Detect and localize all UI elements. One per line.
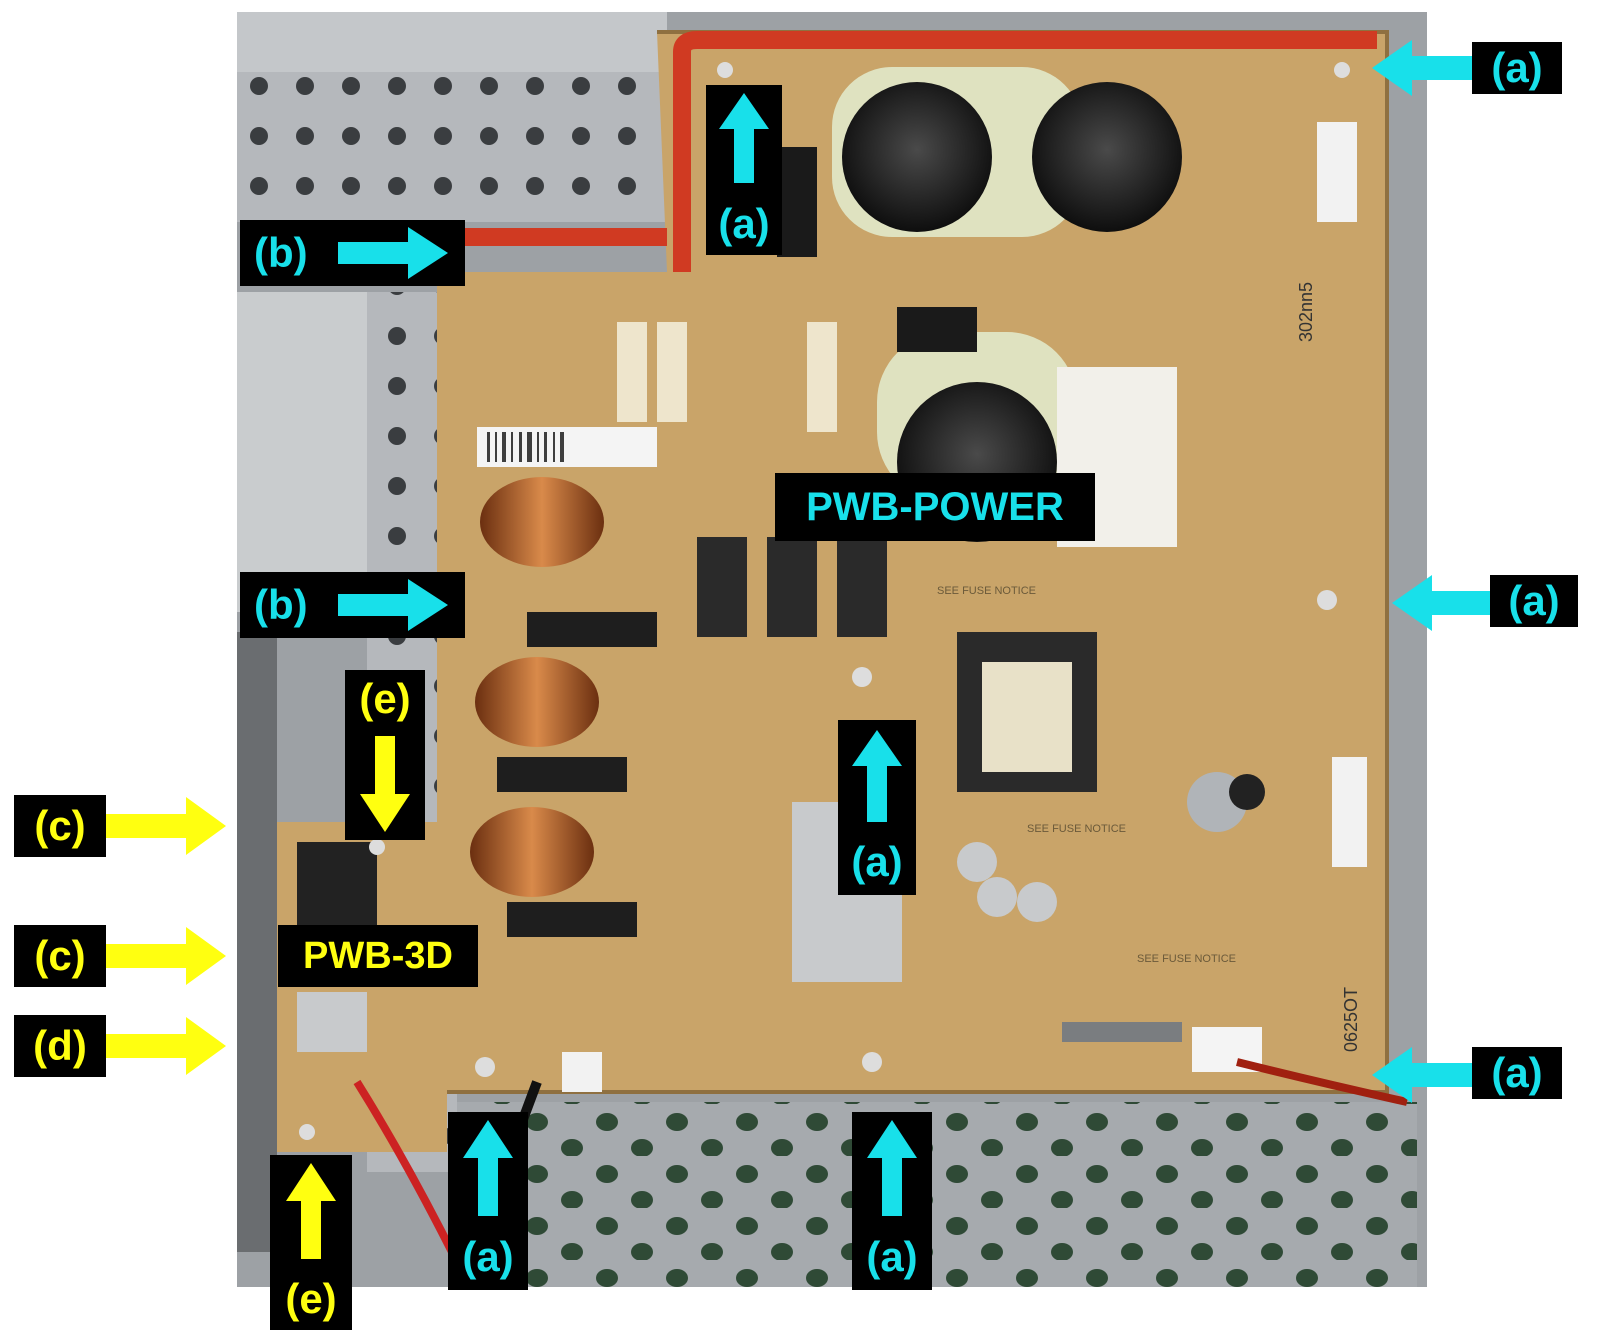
arrow-up-icon bbox=[852, 730, 902, 829]
fuse-notice-1: SEE FUSE NOTICE bbox=[937, 585, 1036, 597]
marker-b-box: (b) bbox=[240, 220, 465, 286]
label-a: (a) bbox=[866, 1233, 918, 1280]
label-d: (d) bbox=[14, 1015, 106, 1077]
arrow-up-icon bbox=[463, 1120, 513, 1223]
fuse-notice-2: SEE FUSE NOTICE bbox=[1027, 823, 1126, 835]
fuse-notice-3: SEE FUSE NOTICE bbox=[1137, 953, 1236, 965]
arrow-up-icon bbox=[867, 1120, 917, 1223]
label-e: (e) bbox=[359, 675, 411, 722]
board-code-top: 302nn5 bbox=[1296, 282, 1316, 342]
board-code-right: 0625OT bbox=[1341, 987, 1361, 1052]
label-c: (c) bbox=[14, 925, 106, 987]
arrow-left-icon bbox=[1372, 1047, 1472, 1103]
arrow-right-icon bbox=[337, 227, 448, 279]
marker-a-box: (a) bbox=[448, 1112, 528, 1290]
label-c: (c) bbox=[14, 795, 106, 857]
label-a: (a) bbox=[1490, 575, 1578, 627]
arrow-left-icon bbox=[1372, 40, 1472, 96]
label-a: (a) bbox=[1472, 42, 1562, 94]
label-a: (a) bbox=[718, 200, 770, 247]
pwb-power-label: PWB-POWER bbox=[775, 473, 1095, 541]
arrow-left-icon bbox=[1392, 575, 1492, 631]
label-b: (b) bbox=[254, 581, 308, 628]
marker-e-box: (e) bbox=[345, 670, 425, 840]
marker-e-box: (e) bbox=[270, 1155, 352, 1330]
label-e: (e) bbox=[285, 1275, 337, 1322]
arrow-up-icon bbox=[286, 1163, 336, 1266]
circuit-board-illustration: 302nn5 0625OT SEE FUSE NOTICE SEE FUSE N… bbox=[237, 12, 1427, 1287]
label-b: (b) bbox=[254, 229, 308, 276]
marker-a-box: (a) bbox=[838, 720, 916, 895]
arrow-right-icon bbox=[106, 927, 226, 985]
arrow-right-icon bbox=[337, 579, 448, 631]
label-a: (a) bbox=[1472, 1047, 1562, 1099]
marker-a-box: (a) bbox=[852, 1112, 932, 1290]
marker-b-box: (b) bbox=[240, 572, 465, 638]
arrow-up-icon bbox=[719, 93, 769, 190]
circuit-board-photo: 302nn5 0625OT SEE FUSE NOTICE SEE FUSE N… bbox=[237, 12, 1427, 1287]
pwb-3d-label: PWB-3D bbox=[278, 925, 478, 987]
label-a: (a) bbox=[462, 1233, 514, 1280]
label-a: (a) bbox=[851, 838, 903, 885]
marker-a-box: (a) bbox=[706, 85, 782, 255]
arrow-right-icon bbox=[106, 797, 226, 855]
arrow-down-icon bbox=[360, 736, 410, 839]
arrow-right-icon bbox=[106, 1017, 226, 1075]
